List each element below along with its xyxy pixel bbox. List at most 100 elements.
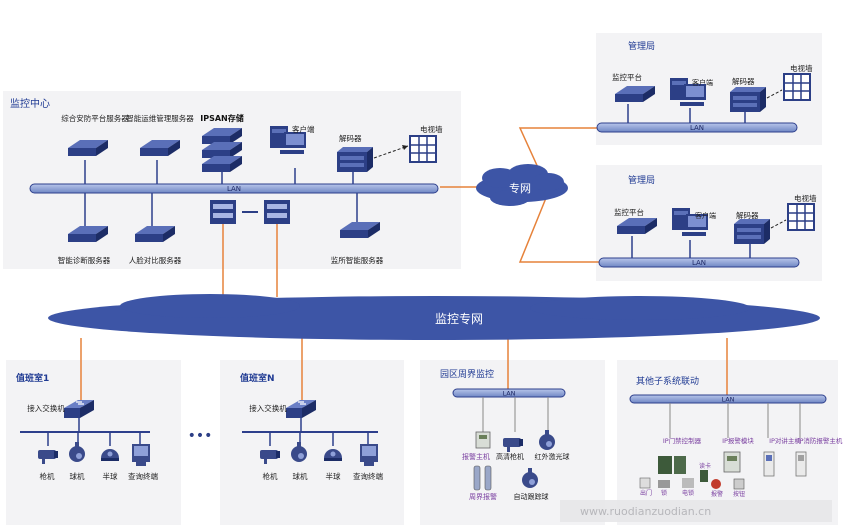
electric-lock[interactable] (682, 478, 694, 488)
subsys-item-5: 出门 (640, 489, 652, 497)
center-lan-label: LAN (227, 185, 241, 193)
smart-prison-server-label: 监所智能服务器 (331, 255, 384, 265)
duty-1-title: 值班室1 (16, 372, 49, 384)
alarm-bell[interactable] (711, 479, 721, 489)
mgmt-2-title: 管理局 (628, 174, 655, 186)
perimeter-monitoring: 园区周界监控 LAN 报警主机 高清枪机 红外激光球 周界报警 自动跟踪球 (440, 368, 570, 501)
duty-room-1-panel (6, 360, 181, 525)
duty-room-n-panel (220, 360, 404, 525)
security-platform-server-label: 综合安防平台服务器 (61, 113, 129, 123)
mgmt-1-platform-label: 监控平台 (612, 72, 642, 82)
mgmt-2-lan-label: LAN (692, 259, 706, 267)
duty-room-n: 值班室N 接入交换机 枪机 球机 半球 查询终端 (240, 372, 383, 481)
perimeter-item-3: 红外激光球 (535, 452, 570, 461)
monitor-center-title: 监控中心 (10, 97, 50, 110)
watermark-text: www.ruodianzuodian.cn (580, 505, 711, 518)
duty-n-title: 值班室N (240, 372, 275, 384)
mgmt-2-decoder[interactable] (734, 219, 770, 244)
center-tv-wall[interactable] (409, 135, 437, 163)
mgmt-2-tvwall-label: 电视墙 (794, 193, 817, 203)
perimeter-alarm-host[interactable] (475, 431, 491, 449)
duty-n-device-3: 半球 (326, 471, 341, 481)
ipsan-storage[interactable] (202, 128, 242, 172)
duty-n-switch-label: 接入交换机 (249, 403, 287, 413)
perimeter-item-1: 报警主机 (462, 452, 490, 461)
mgmt-1-lan-label: LAN (690, 124, 704, 132)
fire-alarm-host[interactable] (795, 451, 807, 477)
center-tvwall-label: 电视墙 (420, 124, 443, 134)
duty-n-device-4: 查询终端 (353, 471, 383, 481)
orange-links (80, 127, 728, 410)
access-controller[interactable] (658, 456, 686, 474)
mgmt-1-tv-wall[interactable] (783, 73, 811, 101)
monitor-network-label: 监控专网 (435, 311, 483, 326)
subsys-item-6: 锁 (661, 489, 667, 497)
center-client-label: 客户端 (292, 124, 315, 134)
perimeter-detector[interactable] (473, 465, 492, 491)
center-decoder-label: 解码器 (339, 133, 362, 143)
subsys-item-1: IP门禁控制器 (663, 436, 702, 445)
alarm-button[interactable] (733, 478, 745, 490)
exit-button[interactable] (639, 477, 651, 489)
duty-1-device-1: 枪机 (40, 471, 55, 481)
mgmt-2-decoder-label: 解码器 (736, 210, 759, 220)
intercom-host[interactable] (763, 451, 775, 477)
lock-device[interactable] (658, 480, 670, 488)
mgmt-1-lan-bar (596, 122, 798, 133)
center-decoder[interactable] (337, 147, 373, 172)
mgmt-1-title: 管理局 (628, 40, 655, 52)
mgmt-2-client-label: 客户端 (695, 211, 716, 220)
monitor-network-cloud-bump-1 (120, 294, 300, 318)
duty-1-device-3: 半球 (103, 471, 118, 481)
duty-1-switch-label: 接入交换机 (27, 403, 65, 413)
duty-1-device-4: 查询终端 (128, 471, 158, 481)
mgmt-bureau-2: 管理局 监控平台 客户端 解码器 电视墙 LAN (598, 174, 817, 268)
duty-room-ellipsis: ••• (188, 428, 213, 444)
alarm-module[interactable] (723, 451, 741, 473)
subsys-item-9: 报警 (711, 490, 723, 498)
subsys-item-8: 读卡 (699, 462, 711, 470)
card-reader[interactable] (700, 470, 708, 482)
ipsan-storage-label: IPSAN存储 (200, 113, 244, 123)
watermark-bg (560, 500, 832, 522)
ops-management-server-label: 智能运维管理服务器 (126, 113, 194, 123)
gateway-right[interactable] (264, 200, 290, 224)
center-arrow-head (402, 145, 408, 150)
private-network-cloud (476, 164, 568, 206)
face-compare-server-label: 人脸对比服务器 (129, 255, 182, 265)
perimeter-item-4: 周界报警 (469, 492, 497, 501)
perimeter-title: 园区周界监控 (440, 368, 494, 380)
other-subsystems: 其他子系统联动 LAN IP门禁控制器 IP报警模块 IP对讲主机 IP消防报警… (629, 375, 843, 498)
monitor-network-cloud-bump-2 (530, 296, 750, 320)
center-decoder-arrow (373, 145, 409, 159)
mgmt-2-tv-wall[interactable] (787, 203, 815, 231)
subsys-title: 其他子系统联动 (636, 375, 699, 387)
mgmt-2-lan-bar (598, 257, 800, 268)
gateway-left[interactable] (210, 200, 236, 224)
duty-n-device-1: 枪机 (263, 471, 278, 481)
center-lan-bar (29, 183, 439, 194)
perimeter-lan-bar (452, 388, 566, 398)
subsys-item-2: IP报警模块 (722, 436, 754, 445)
perimeter-item-5: 自动跟踪球 (514, 492, 549, 501)
subsys-item-10: 按钮 (733, 490, 745, 498)
subsys-lan-label: LAN (721, 396, 734, 404)
duty-1-device-2: 球机 (70, 471, 85, 481)
mgmt-2-arrow (770, 219, 787, 229)
duty-n-device-2: 球机 (293, 471, 308, 481)
private-network-label: 专网 (509, 181, 531, 195)
subsys-item-4: IP消防报警主机 (798, 436, 843, 445)
diagnosis-server-label: 智能诊断服务器 (58, 255, 111, 265)
mgmt-1-arrow (766, 89, 783, 99)
duty-room-1: 值班室1 接入交换机 枪机 球机 半球 查询终端 (16, 372, 158, 481)
center-connectors (84, 160, 358, 226)
mgmt-1-decoder-label: 解码器 (732, 76, 755, 86)
perimeter-item-2: 高清枪机 (496, 452, 524, 461)
subsys-item-3: IP对讲主机 (769, 436, 801, 445)
subsys-item-7: 电锁 (682, 489, 694, 497)
perimeter-lan-label: LAN (502, 390, 515, 398)
mgmt-1-client-label: 客户端 (692, 78, 713, 87)
mgmt-1-decoder[interactable] (730, 87, 766, 112)
mgmt-bureau-1: 管理局 监控平台 客户端 解码器 电视墙 LAN (596, 40, 813, 133)
